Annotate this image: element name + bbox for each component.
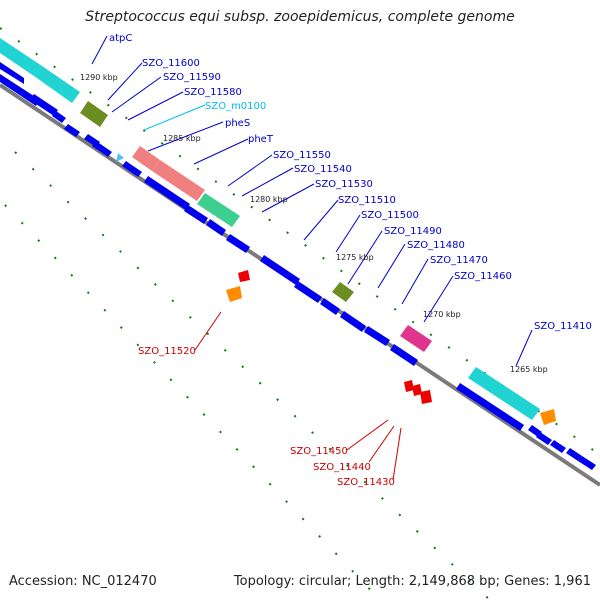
ribbon-green-1 [197, 193, 240, 227]
cds-arrows [0, 62, 596, 470]
trna-11440 [412, 384, 422, 396]
scale-tick-label: 1275 kbp [336, 253, 374, 262]
scale-tick-label: 1270 kbp [423, 310, 461, 319]
gene-label: SZO_11430 [337, 477, 395, 488]
leader-lines [91, 35, 533, 481]
gene-label: atpC [109, 33, 132, 44]
ribbon-cyan-atpc [34, 66, 80, 103]
gene-label: SZO_11440 [313, 462, 371, 473]
gene-label: SZO_11480 [407, 240, 465, 251]
accession-label: Accession: NC_012470 [9, 574, 157, 589]
scale-tick-labels: 1290 kbp 1285 kbp 1280 kbp 1275 kbp 1270… [80, 73, 548, 374]
feature-ribbons [0, 38, 540, 420]
scale-tick-label: 1265 kbp [510, 365, 548, 374]
scale-tick-label: 1290 kbp [80, 73, 118, 82]
gene-label: SZO_11540 [294, 164, 352, 175]
gene-label: SZO_11510 [338, 195, 396, 206]
gene-label: SZO_11550 [273, 150, 331, 161]
gene-label: pheS [225, 118, 250, 129]
gene-label: SZO_11410 [534, 321, 592, 332]
map-title: Streptococcus equi subsp. zooepidemicus,… [85, 9, 515, 25]
topology-label: Topology: circular; Length: 2,149,868 bp… [233, 574, 591, 589]
gene-label: SZO_11450 [290, 446, 348, 457]
gene-labels: atpC SZO_11600 SZO_11590 SZO_11580 SZO_m… [109, 33, 592, 332]
gene-label: SZO_11460 [454, 271, 512, 282]
ribbon-pink-1 [132, 146, 160, 171]
orange-11410 [540, 409, 556, 425]
small-features [116, 153, 556, 425]
gene-label: SZO_11520 [138, 346, 196, 357]
gene-label: SZO_11500 [361, 210, 419, 221]
gene-label: SZO_11490 [384, 226, 442, 237]
trna-11430 [420, 390, 432, 404]
scale-tick-label: 1280 kbp [250, 195, 288, 204]
orange-11520 [226, 286, 242, 302]
gene-label: SZO_11470 [430, 255, 488, 266]
gene-label: SZO_11600 [142, 58, 200, 69]
gene-label: SZO_11590 [163, 72, 221, 83]
trna-11450 [404, 380, 414, 392]
tick-track-inner-2 [4, 204, 381, 600]
ribbon-cyan-top [0, 38, 42, 76]
gene-label: SZO_11580 [184, 87, 242, 98]
cyan-marker [116, 153, 124, 162]
ribbon-olive-2 [332, 282, 354, 302]
gene-label: SZO_m0100 [205, 101, 266, 112]
ribbon-cyan-bottom [468, 367, 540, 420]
ribbon-olive-1 [80, 101, 108, 127]
trna-11520 [238, 270, 250, 282]
gene-labels-red: SZO_11520 SZO_11450 SZO_11440 SZO_11430 [138, 346, 395, 488]
ribbon-pink-2 [152, 160, 205, 201]
ribbon-magenta [400, 325, 432, 352]
gene-label: SZO_11530 [315, 179, 373, 190]
scale-tick-label: 1285 kbp [163, 134, 201, 143]
gene-label: pheT [248, 134, 274, 145]
